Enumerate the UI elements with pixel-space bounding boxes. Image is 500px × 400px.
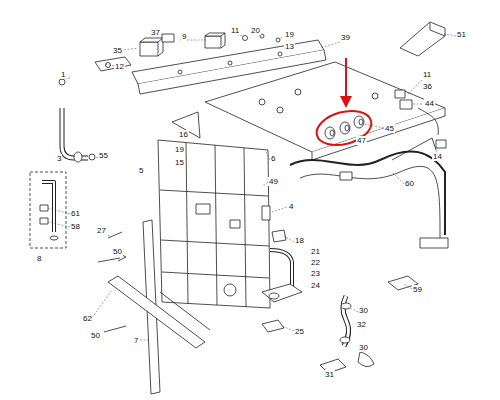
callout-number: 18: [294, 236, 305, 245]
callout-number: 5: [138, 166, 144, 175]
callout-number: 60: [404, 179, 415, 188]
part-35: [140, 42, 158, 56]
callout-number: 20: [250, 26, 261, 35]
callout-number: 27: [96, 226, 107, 235]
callout-number: 24: [310, 281, 321, 290]
callout-number: 1: [60, 70, 66, 79]
callout-number: 25: [294, 327, 305, 336]
callout-number: 39: [340, 33, 351, 42]
callout-number: 45: [384, 124, 395, 133]
callout-number: 51: [456, 30, 467, 39]
callout-number: 55: [98, 151, 109, 160]
callout-number: 50: [112, 247, 123, 256]
callout-number: 4: [288, 202, 294, 211]
callout-number: 9: [181, 32, 187, 41]
callout-number: 19: [174, 145, 185, 154]
callout-number: 22: [310, 258, 321, 267]
callout-number: 62: [82, 314, 93, 323]
callout-number: 7: [133, 336, 139, 345]
callout-number: 3: [56, 154, 62, 163]
callout-number: 21: [310, 247, 321, 256]
callout-number: 13: [284, 42, 295, 51]
callout-number: 50: [90, 331, 101, 340]
callout-number: 32: [356, 320, 367, 329]
callout-number: 61: [70, 209, 81, 218]
callout-number: 30: [358, 343, 369, 352]
callout-number: 12: [114, 62, 125, 71]
callout-number: 35: [112, 46, 123, 55]
callout-number: 58: [70, 222, 81, 231]
callout-number: 31: [324, 370, 335, 379]
callout-number: 36: [422, 82, 433, 91]
callout-number: 44: [424, 99, 435, 108]
callout-number: 47: [356, 136, 367, 145]
callout-number: 14: [432, 152, 443, 161]
callout-number: 49: [268, 177, 279, 186]
callout-number: 59: [412, 285, 423, 294]
callout-number: 37: [150, 28, 161, 37]
callout-number: 6: [270, 154, 276, 163]
callout-number: 15: [174, 158, 185, 167]
callout-number: 11: [230, 26, 240, 35]
callout-number: 19: [284, 30, 295, 39]
callout-number: 16: [178, 130, 189, 139]
callout-number: 30: [358, 306, 369, 315]
callout-number: 23: [310, 269, 321, 278]
callout-number: 11: [422, 70, 432, 79]
callout-number: 8: [36, 254, 42, 263]
